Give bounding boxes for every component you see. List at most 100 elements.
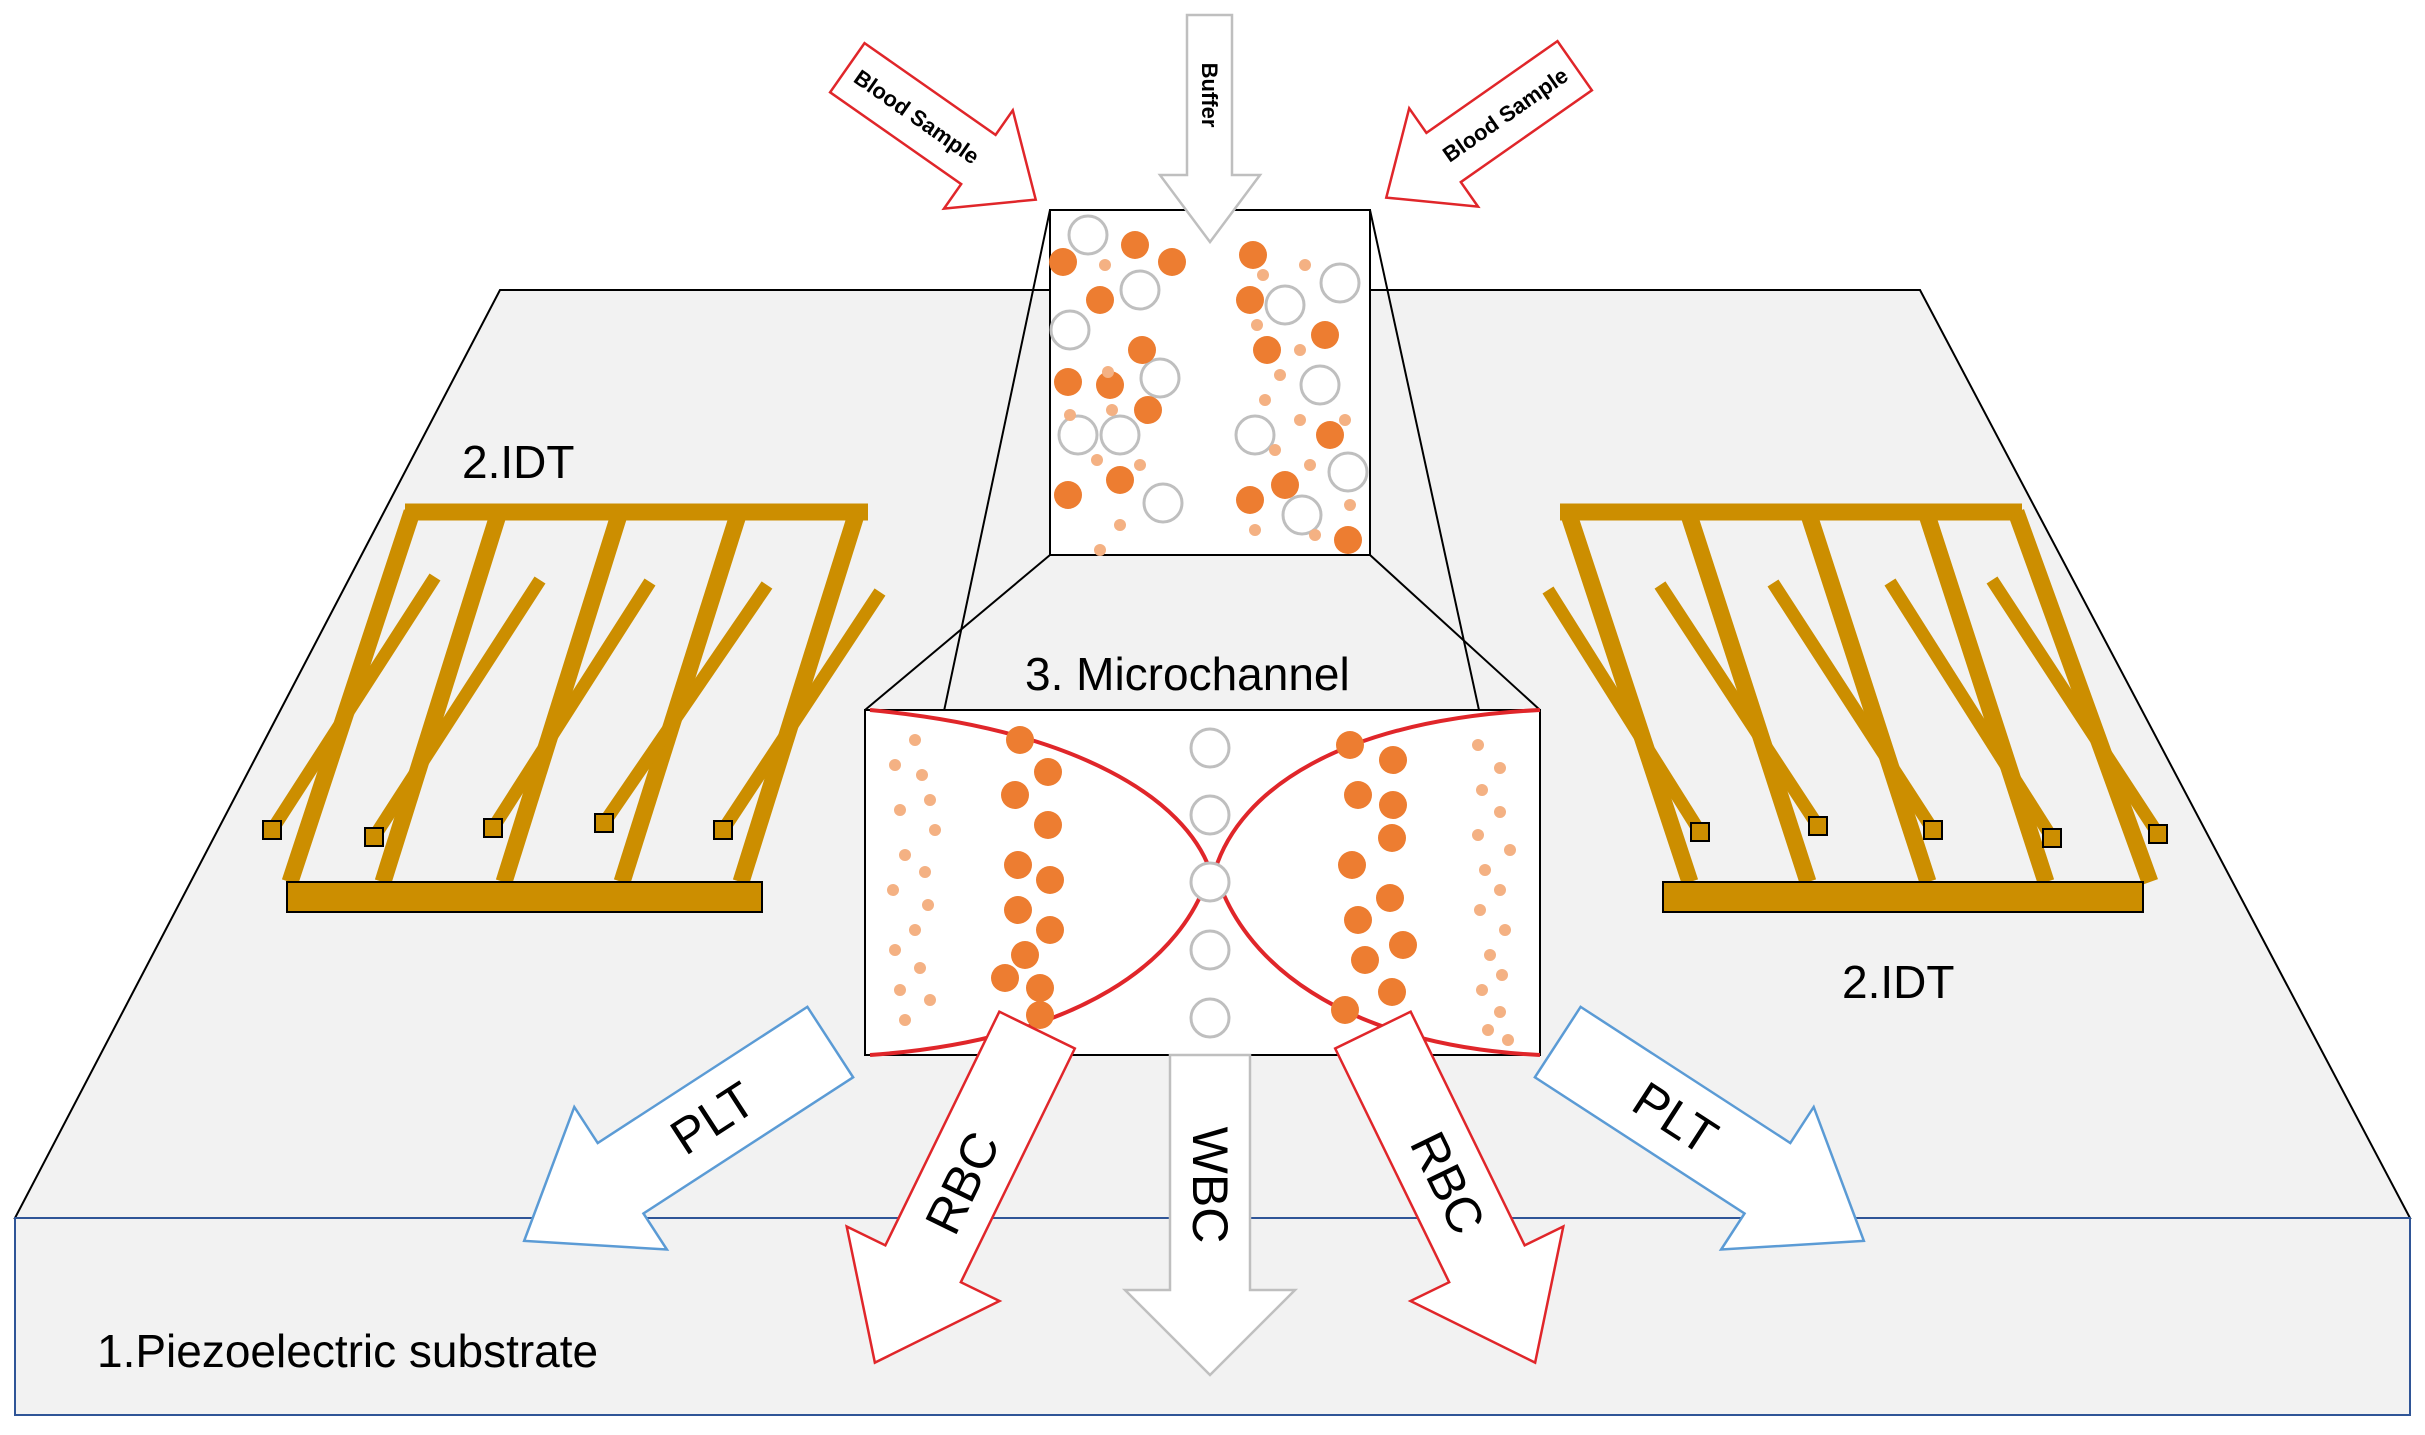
idt-finger-tip (262, 820, 282, 840)
idt-finger (598, 581, 773, 827)
idt-finger (1767, 579, 1939, 834)
arrow-shape (1333, 1010, 1566, 1365)
plt-cell (924, 794, 936, 806)
plt-cell (1476, 984, 1488, 996)
rbc-cell (1378, 824, 1406, 852)
wbc-cell (1119, 269, 1161, 311)
plt-cell (1494, 806, 1506, 818)
funnel-line (1369, 554, 1541, 711)
plt-cell (1344, 499, 1356, 511)
plt-cell (1099, 259, 1111, 271)
plt-cell (1309, 529, 1321, 541)
streamlines (869, 708, 1541, 1057)
plt-cell (919, 866, 931, 878)
streamline-upper-left (869, 708, 1212, 871)
plt-cell (1294, 344, 1306, 356)
plt-cell (1484, 949, 1496, 961)
idt-finger-tip (2042, 828, 2062, 848)
wbc-cell (1189, 861, 1231, 903)
idt-finger (1917, 509, 2055, 885)
inlet-cells (1049, 214, 1369, 556)
funnel-line (864, 554, 1051, 711)
plt-cell (916, 769, 928, 781)
plt-cell (1502, 1034, 1514, 1046)
rbc-cell (1054, 481, 1082, 509)
rbc-cell (1049, 248, 1077, 276)
blood-sample-arrow-right: Blood Sample (1384, 39, 1594, 209)
streamline-lower-left (869, 869, 1212, 1057)
plt-cell (1494, 762, 1506, 774)
plt-cell (1259, 394, 1271, 406)
idt-right (1542, 503, 2168, 913)
wbc-cell (1189, 794, 1231, 836)
outlet-arrows: PLT RBC WBC RBC PLT (522, 1005, 1866, 1377)
idt-finger-tip (2148, 824, 2168, 844)
plt-cell (914, 962, 926, 974)
wbc-label: WBC (1182, 1127, 1238, 1244)
plt-cell (1476, 784, 1488, 796)
rbc-cell (1026, 1001, 1054, 1029)
rbc-cell (1336, 731, 1364, 759)
plt-cell (1504, 844, 1516, 856)
wbc-cell (1189, 727, 1231, 769)
rbc-cell (1389, 931, 1417, 959)
plt-cell (899, 849, 911, 861)
rbc-cell (1036, 916, 1064, 944)
rbc-cell (1158, 248, 1186, 276)
plt-cell (889, 944, 901, 956)
idt-finger (1654, 581, 1824, 830)
plt-cell (887, 884, 899, 896)
plt-cell (899, 1014, 911, 1026)
rbc-cell (1034, 758, 1062, 786)
plt-cell (1269, 444, 1281, 456)
plt-cell (1091, 454, 1103, 466)
idt-finger (1679, 509, 1817, 885)
rbc-cell (1128, 336, 1156, 364)
rbc-cell (1036, 866, 1064, 894)
idt-finger-tip (483, 818, 503, 838)
rbc-cell (1236, 486, 1264, 514)
rbc-cell (1316, 421, 1344, 449)
plt-cell (1257, 269, 1269, 281)
wbc-cell (1319, 262, 1361, 304)
arrow-shape (844, 1010, 1077, 1365)
plt-cell (1304, 459, 1316, 471)
wbc-cell (1139, 357, 1181, 399)
rbc-cell (1331, 996, 1359, 1024)
rbc-cell (1379, 746, 1407, 774)
inlet-box (1049, 209, 1371, 556)
buffer-arrow: Buffer (1157, 13, 1263, 245)
idt-label-right: 2.IDT (1842, 956, 1954, 1008)
idt-left (262, 503, 886, 913)
idt-finger-tip (713, 820, 733, 840)
rbc-cell (1121, 231, 1149, 259)
idt-finger (1986, 576, 2164, 838)
rbc-cell (1054, 368, 1082, 396)
plt-cell (1499, 924, 1511, 936)
rbc-cell (1134, 396, 1162, 424)
rbc-cell (1351, 946, 1379, 974)
idt-bottom-busbar (1662, 881, 2144, 913)
rbc-cell (1378, 978, 1406, 1006)
rbc-cell (1026, 974, 1054, 1002)
plt-cell (1474, 904, 1486, 916)
streamline-upper-right (1213, 708, 1541, 871)
plt-cell (889, 759, 901, 771)
plt-cell (909, 734, 921, 746)
plt-cell (909, 924, 921, 936)
rbc-cell (1271, 471, 1299, 499)
plt-cell (1482, 1024, 1494, 1036)
plt-cell (922, 899, 934, 911)
arrow-shape (1384, 39, 1594, 209)
idt-finger (2008, 509, 2158, 885)
plt-cell (894, 804, 906, 816)
rbc-cell (1379, 791, 1407, 819)
rbc-cell (1376, 884, 1404, 912)
idt-finger (1884, 578, 2058, 842)
plt-cell (1479, 864, 1491, 876)
plt-cell (1114, 519, 1126, 531)
idt-finger (1542, 586, 1706, 836)
plt-cell (1299, 259, 1311, 271)
wbc-cell (1142, 482, 1184, 524)
